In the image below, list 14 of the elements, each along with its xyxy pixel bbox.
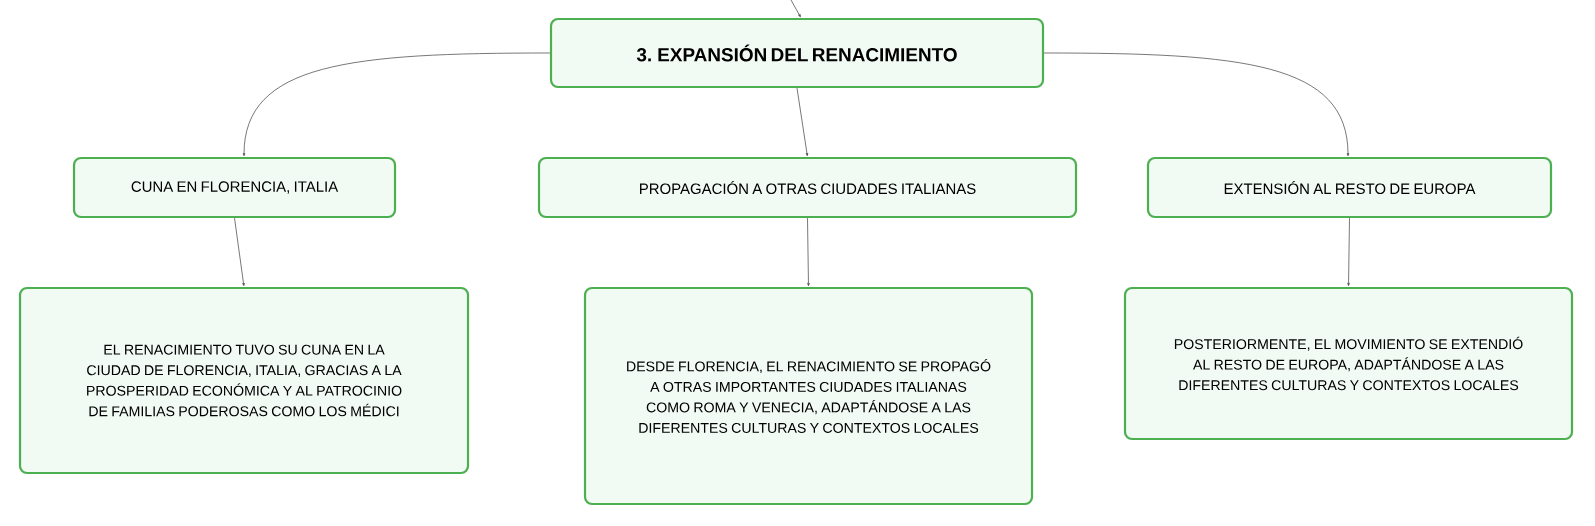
arrow <box>234 217 245 287</box>
arrow <box>807 217 810 287</box>
description-box: POSTERIORMENTE, EL MOVIMIENTO SE EXTENDIÓ AL RESTO DE EUROPA, ADAPTÁNDOSE A LAS DIFERENTES CULTURAS Y CONTEXTOS LOCALES <box>1123 286 1574 441</box>
arrow <box>1347 217 1350 287</box>
topic-box: EXTENSIÓN AL RESTO DE EUROPA <box>1146 156 1553 219</box>
arrow <box>796 87 809 157</box>
topic-box: CUNA EN FLORENCIA, ITALIA <box>72 156 397 219</box>
description-box: DESDE FLORENCIA, EL RENACIMIENTO SE PROPAGÓ A OTRAS IMPORTANTES CIUDADES ITALIANAS COMO ROMA Y VENECIA, ADAPTÁNDOSE A LAS DIFERENTES CULTURAS Y CONTEXTOS LOCALES <box>583 286 1034 506</box>
topic-box: PROPAGACIÓN A OTRAS CIUDADES ITALIANAS <box>537 156 1078 219</box>
arrow <box>790 0 801 18</box>
description-box: EL RENACIMIENTO TUVO SU CUNA EN LA CIUDAD DE FLORENCIA, ITALIA, GRACIAS A LA PROSPERIDAD ECONÓMICA Y AL PATROCINIO DE FAMILIAS PODEROSAS COMO LOS MÉDICI <box>18 286 470 475</box>
arrow <box>242 52 551 157</box>
arrow <box>1043 52 1350 157</box>
title-box: 3. EXPANSIÓN DEL RENACIMIENTO <box>549 17 1045 89</box>
